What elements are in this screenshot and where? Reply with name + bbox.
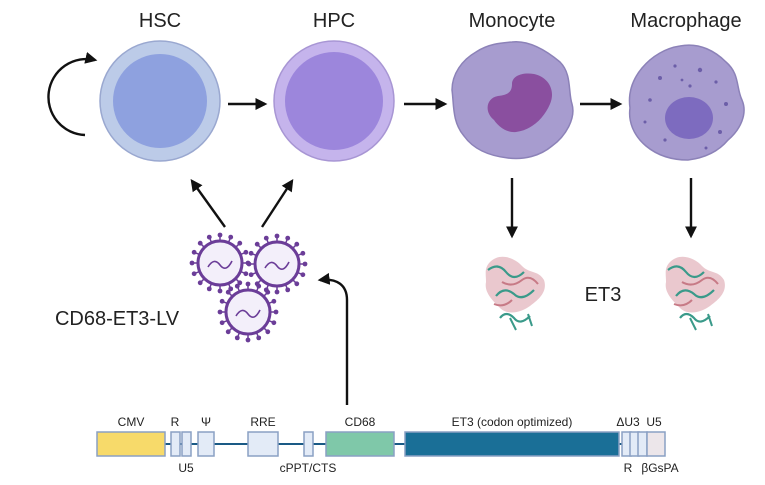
- et3-protein-left: [485, 256, 545, 331]
- vector-label: CD68-ET3-LV: [55, 308, 180, 330]
- construct-segment-1: [170, 431, 181, 457]
- hpc-label: HPC: [313, 10, 355, 32]
- arrow-construct-virus: [317, 272, 349, 405]
- hsc-cell: [99, 40, 221, 162]
- virus-particle: [217, 281, 279, 343]
- monocyte-label: Monocyte: [469, 10, 556, 32]
- construct-label-9: R: [624, 461, 633, 475]
- construct-segment-6: [325, 431, 395, 457]
- lentivirus-particles: [189, 232, 308, 343]
- construct-segment-0: [96, 431, 166, 457]
- macrophage-label: Macrophage: [630, 10, 741, 32]
- arrow-virus-hpc: [260, 178, 294, 228]
- granules: [643, 64, 728, 150]
- construct-label-3: Ψ: [201, 415, 211, 429]
- construct-label-4: RRE: [250, 415, 275, 429]
- construct-segment-7: [404, 431, 620, 457]
- construct-label-11: βGsPA: [641, 461, 678, 475]
- construct-segment-4: [247, 431, 279, 457]
- construct-label-5: cPPT/CTS: [280, 461, 337, 475]
- construct-label-8: ΔU3: [616, 415, 640, 429]
- monocyte-cell: [451, 41, 574, 160]
- construct-label-7: ET3 (codon optimized): [452, 415, 573, 429]
- construct-segment-10: [637, 431, 648, 457]
- construct-label-10: U5: [646, 415, 662, 429]
- et3-protein-right: [665, 256, 725, 331]
- macrophage-cell: [628, 44, 745, 161]
- construct-label-1: R: [171, 415, 180, 429]
- construct-segment-5: [303, 431, 314, 457]
- lentiviral-construct: CMV R U5 Ψ RRE cPPT/CTS CD68 ET3 (codon optimiz…: [96, 415, 679, 475]
- arrow-virus-hsc: [190, 179, 226, 228]
- hsc-label: HSC: [139, 10, 181, 32]
- et3-label: ET3: [585, 284, 622, 306]
- construct-segment-11: [646, 431, 666, 457]
- virus-particle: [246, 233, 308, 295]
- construct-label-6: CD68: [345, 415, 376, 429]
- construct-segment-2: [181, 431, 192, 457]
- construct-segment-3: [197, 431, 215, 457]
- self-renewal-arrow: [47, 52, 98, 137]
- construct-label-0: CMV: [118, 415, 145, 429]
- hpc-cell: [273, 40, 395, 162]
- virus-particle: [189, 232, 251, 294]
- construct-label-2: U5: [178, 461, 194, 475]
